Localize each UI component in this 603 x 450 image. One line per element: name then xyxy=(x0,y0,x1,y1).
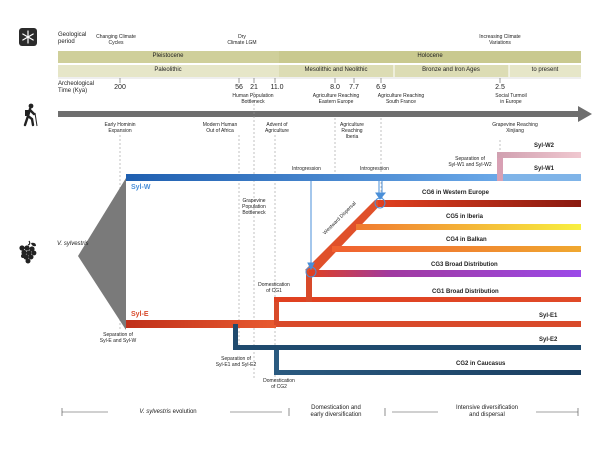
cg1-branch xyxy=(274,297,581,302)
time-mark: 11.0 xyxy=(270,84,284,91)
cg6-branch xyxy=(378,200,581,207)
snowflake-icon xyxy=(19,28,37,46)
cg1-vertical xyxy=(274,297,279,325)
cg3-label: CG3 Broad Distribution xyxy=(431,262,498,268)
cg5-branch xyxy=(356,224,581,230)
syl-w-branch xyxy=(126,174,501,181)
syl-w2-connector xyxy=(497,152,503,181)
cg6-label: CG6 in Western Europe xyxy=(422,190,489,196)
time-mark: 7.7 xyxy=(349,84,359,91)
time-mark: 56 xyxy=(235,84,243,91)
syl-e-branch xyxy=(126,320,276,328)
syl-e2-connector xyxy=(233,324,238,350)
syl-w-label: Syl-W xyxy=(131,184,151,191)
cg1-label: CG1 Broad Distribution xyxy=(432,289,499,295)
paleolithic-band xyxy=(58,65,279,77)
pleistocene-label: Pleistocene xyxy=(152,53,184,59)
holocene-label: Holocene xyxy=(417,53,443,59)
phase-sylvestris-evolution: V. sylvestris evolution xyxy=(139,409,197,415)
time-mark: 200 xyxy=(114,84,126,91)
cg4-branch xyxy=(332,246,581,252)
introgression-label-1: Introgression xyxy=(292,166,321,172)
syl-e-label: Syl-E xyxy=(131,311,149,318)
syl-w2-label: Syl-W2 xyxy=(534,143,555,149)
cg4-label: CG4 in Balkan xyxy=(446,237,487,243)
cg3-root-vertical xyxy=(306,270,312,302)
time-mark: 6.9 xyxy=(376,84,386,91)
hiker-icon xyxy=(20,103,40,127)
cg5-label: CG5 in Iberia xyxy=(446,214,484,220)
mesolithic-label: Mesolithic and Neolithic xyxy=(304,67,368,73)
introgression-label-2: Introgression xyxy=(360,166,389,172)
to-present-label: to present xyxy=(531,67,559,73)
westward-dispersal-diagonal xyxy=(305,200,385,274)
bronze-iron-band xyxy=(394,65,509,77)
mesolithic-band xyxy=(279,65,394,77)
time-arrow-shaft xyxy=(58,111,580,117)
syl-w1-label: Syl-W1 xyxy=(534,166,555,172)
introgression-node-2 xyxy=(374,197,386,209)
v-sylvestris-trunk xyxy=(78,178,126,330)
pleistocene-band xyxy=(58,51,279,63)
syl-e2-label: Syl-E2 xyxy=(539,337,558,343)
cg2-branch xyxy=(274,370,581,375)
holocene-band xyxy=(279,51,581,63)
paleolithic-label: Paleolithic xyxy=(154,67,182,73)
grape-cluster-icon xyxy=(17,240,39,266)
cg3-branch xyxy=(309,270,581,277)
syl-w2-branch xyxy=(497,152,581,158)
syl-e1-label: Syl-E1 xyxy=(539,313,558,319)
time-arrow-head xyxy=(578,106,592,122)
time-mark: 8.0 xyxy=(330,84,340,91)
syl-e1-branch xyxy=(276,321,581,327)
cg2-connector xyxy=(274,350,279,374)
v-sylvestris-label: V. sylvestris xyxy=(57,241,89,247)
to-present-band xyxy=(509,65,581,77)
time-mark: 2.5 xyxy=(495,84,505,91)
introgression-node-1 xyxy=(305,266,317,278)
syl-e2-branch xyxy=(233,345,581,350)
syl-w1-branch xyxy=(500,174,581,181)
time-mark: 21 xyxy=(250,84,258,91)
cg2-label: CG2 in Caucasus xyxy=(456,361,506,367)
bronze-iron-label: Bronze and Iron Ages xyxy=(422,67,480,73)
